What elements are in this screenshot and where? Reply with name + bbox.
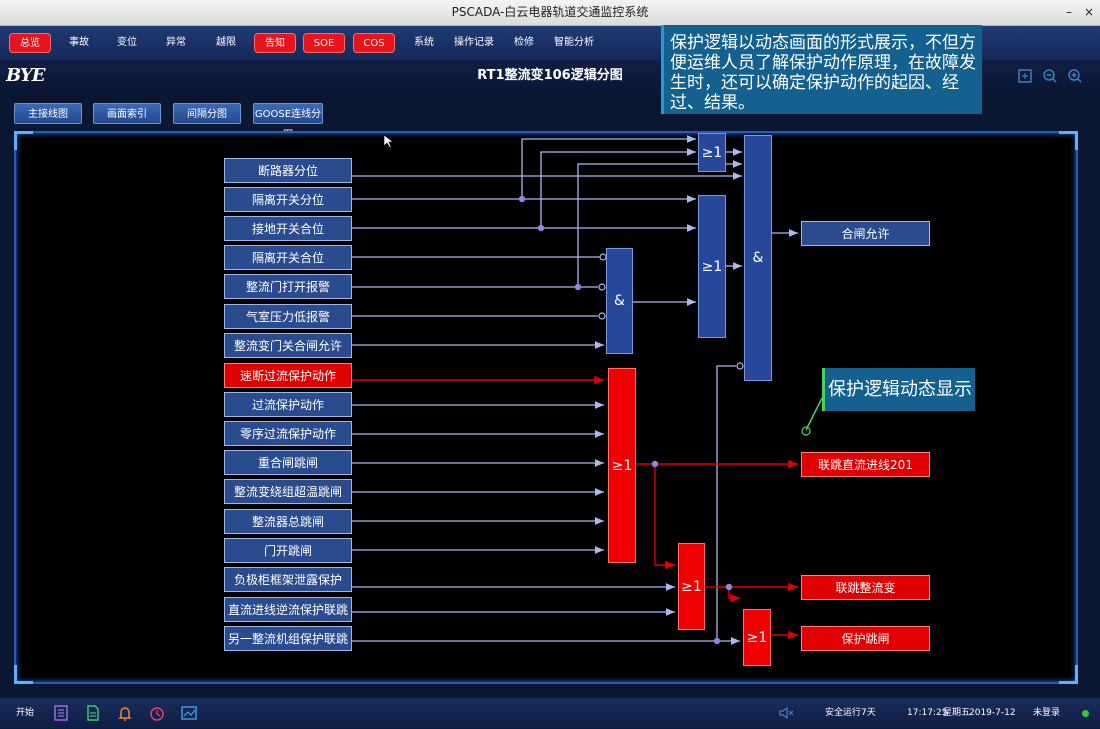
input-winding-overtemp[interactable]: 整流变绕组超温跳闸 xyxy=(224,479,352,504)
login-status[interactable]: 未登录 xyxy=(1033,708,1061,718)
gate-or-top: ≥1 xyxy=(698,133,726,172)
input-overcurrent[interactable]: 过流保护动作 xyxy=(224,392,352,417)
input-rectifier-trip[interactable]: 整流器总跳闸 xyxy=(224,509,352,534)
input-frame-leakage[interactable]: 负极柜框架泄露保护 xyxy=(224,567,352,592)
nav-screen-index[interactable]: 画面索引 xyxy=(93,103,161,124)
input-isolator-open[interactable]: 隔离开关分位 xyxy=(224,187,352,212)
window-title: PSCADA-白云电器轨道交通监控系统 xyxy=(451,5,649,19)
input-isolator-closed[interactable]: 隔离开关合位 xyxy=(224,245,352,270)
company-logo: BYE xyxy=(6,65,45,86)
gate-and-main: & xyxy=(744,135,772,381)
gate-or-bottom1: ≥1 xyxy=(678,543,705,630)
input-gas-pressure-low[interactable]: 气室压力低报警 xyxy=(224,304,352,329)
menu-position-change[interactable]: 变位 xyxy=(117,37,137,48)
clock-time: 17:17:25 xyxy=(907,708,948,718)
menu-soe[interactable]: SOE xyxy=(303,33,345,53)
zoom-out-icon[interactable] xyxy=(1043,69,1057,83)
menu-operation-log[interactable]: 操作记录 xyxy=(454,37,494,48)
nav-bay-diagram[interactable]: 间隔分图 xyxy=(173,103,241,124)
input-zero-seq-overcurrent[interactable]: 零序过流保护动作 xyxy=(224,421,352,446)
gate-or-mid: ≥1 xyxy=(698,195,726,338)
gate-or-bottom2: ≥1 xyxy=(743,609,771,666)
window-titlebar: PSCADA-白云电器轨道交通监控系统 – × xyxy=(0,0,1100,26)
document-icon[interactable] xyxy=(84,704,102,722)
close-button[interactable]: × xyxy=(1084,5,1095,19)
menu-maintenance[interactable]: 检修 xyxy=(514,37,534,48)
safe-run-days: 安全运行7天 xyxy=(825,708,876,718)
input-rectifier-door-alarm[interactable]: 整流门打开报警 xyxy=(224,274,352,299)
status-bar: 开始 安全运行7天 17:17:25 星期五 2019-7-12 未登录 xyxy=(0,698,1100,729)
menu-abnormal[interactable]: 异常 xyxy=(166,37,186,48)
trend-chart-icon[interactable] xyxy=(180,704,198,722)
start-button[interactable]: 开始 xyxy=(16,708,35,718)
connection-status-dot xyxy=(1082,710,1089,717)
annotation-callout-top: 保护逻辑以动态画面的形式展示，不但方便运维人员了解保护动作原理，在故障发生时，还… xyxy=(661,25,982,114)
zoom-in-icon[interactable] xyxy=(1068,69,1082,83)
mouse-cursor-icon xyxy=(383,134,394,149)
output-trip-rectifier-transformer[interactable]: 联跳整流变 xyxy=(801,575,930,600)
mute-speaker-icon[interactable] xyxy=(777,704,795,722)
output-close-permit[interactable]: 合闸允许 xyxy=(801,221,930,246)
menu-system[interactable]: 系统 xyxy=(414,37,434,48)
nav-main-wiring[interactable]: 主接线图 xyxy=(14,103,82,124)
input-door-open-trip[interactable]: 门开跳闸 xyxy=(224,538,352,563)
menu-accident[interactable]: 事故 xyxy=(69,37,89,48)
input-reclose-trip[interactable]: 重合闸跳闸 xyxy=(224,450,352,475)
input-instant-overcurrent[interactable]: 速断过流保护动作 xyxy=(224,363,352,388)
clock-weekday: 星期五 xyxy=(943,708,971,718)
input-earth-switch-closed[interactable]: 接地开关合位 xyxy=(224,216,352,241)
restore-view-icon[interactable] xyxy=(1018,69,1032,83)
output-trip-dc-incoming-201[interactable]: 联跳直流进线201 xyxy=(801,452,930,477)
menu-smart-analysis[interactable]: 智能分析 xyxy=(554,37,594,48)
menu-limit[interactable]: 越限 xyxy=(216,37,236,48)
gate-and-small: & xyxy=(606,248,633,354)
input-other-unit-trip[interactable]: 另一整流机组保护联跳 xyxy=(224,626,352,651)
output-protection-trip[interactable]: 保护跳闸 xyxy=(801,626,930,651)
alarm-bell-icon[interactable] xyxy=(116,704,134,722)
menu-cos[interactable]: COS xyxy=(353,33,395,53)
input-breaker-open[interactable]: 断路器分位 xyxy=(224,158,352,183)
menu-notify[interactable]: 告知 xyxy=(254,33,296,53)
timer-alarm-icon[interactable] xyxy=(148,704,166,722)
device-list-icon[interactable] xyxy=(52,704,70,722)
input-reverse-current[interactable]: 直流进线逆流保护联跳 xyxy=(224,597,352,622)
clock-date: 2019-7-12 xyxy=(969,708,1016,718)
gate-or-trip: ≥1 xyxy=(608,368,636,563)
annotation-callout-side: 保护逻辑动态显示 xyxy=(822,368,975,411)
menu-overview[interactable]: 总览 xyxy=(9,33,51,53)
minimize-button[interactable]: – xyxy=(1066,5,1072,19)
input-door-close-permit[interactable]: 整流变门关合闸允许 xyxy=(224,333,352,358)
page-title: RT1整流变106逻辑分图 xyxy=(477,68,623,83)
